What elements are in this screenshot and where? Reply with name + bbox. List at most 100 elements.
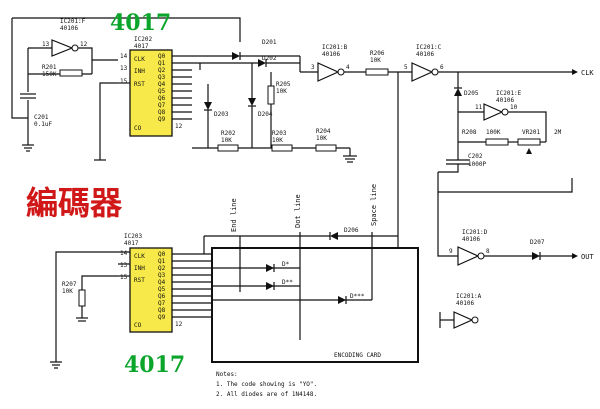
ic203-q2: Q2 <box>158 265 166 272</box>
d203-diode <box>204 84 212 148</box>
r208-resistor <box>485 138 509 146</box>
ic203-output-wires <box>172 236 212 318</box>
ic202-q6: Q6 <box>158 95 166 102</box>
vr201-resistor <box>517 138 541 146</box>
r205-resistor <box>267 85 275 105</box>
ic202-pin12: 12 <box>175 123 183 130</box>
r204-label: R204 <box>316 128 331 135</box>
ic201e-pin-in: 11 <box>475 104 483 111</box>
ic203-pin14: 14 <box>120 250 128 257</box>
ic203-co: CO <box>134 322 142 329</box>
space-line-label: Space line <box>370 184 378 226</box>
ic201c-inverter <box>411 62 439 82</box>
d205-diode <box>329 232 338 240</box>
vr201-label: VR201 <box>522 129 540 136</box>
ic201f-inverter <box>51 39 79 57</box>
ic202-q0: Q0 <box>158 53 166 60</box>
ic203-q9: Q9 <box>158 314 166 321</box>
ic201a-inverter <box>439 311 479 329</box>
encoding-card-frame <box>211 247 419 363</box>
ic201c-label: IC201:C <box>416 44 442 51</box>
r202-value: 10K <box>221 137 232 144</box>
headline-bottom: 4017 <box>124 352 185 378</box>
c201-label: C201 <box>34 114 49 121</box>
r201-label: R201 <box>42 64 57 71</box>
ic203-clk: CLK <box>134 253 145 260</box>
ic201a-label: IC201:A <box>456 293 482 300</box>
clk-output-label: CLK <box>581 69 594 77</box>
ic202-pin14: 14 <box>120 53 128 60</box>
notes-title: Notes: <box>216 371 238 378</box>
ic203-name: IC203 <box>124 233 142 240</box>
d206-diode <box>454 87 462 96</box>
ic201e-pin-out: 10 <box>510 104 518 111</box>
d207-diode <box>532 252 541 260</box>
ic202-name: IC202 <box>134 36 152 43</box>
c202-out-wire <box>438 164 459 173</box>
ic202-output-wires <box>94 55 210 161</box>
ic203-inh: INH <box>134 265 145 272</box>
ic202-outputs: Q0 Q1 Q2 Q3 Q4 Q5 Q6 Q7 Q8 Q9 <box>158 53 166 123</box>
d203-label: D203 <box>214 111 229 118</box>
r205-value: 10K <box>276 88 287 95</box>
r207-label: R207 <box>62 281 77 288</box>
ic202-inh: INH <box>134 68 145 75</box>
ic202-q2: Q2 <box>158 67 166 74</box>
ic201e-part: 40106 <box>496 97 514 104</box>
ic203-q8: Q8 <box>158 307 166 314</box>
c202-label: C202 <box>468 153 483 160</box>
ic201c-pin-out: 6 <box>440 64 444 71</box>
d204-label: D204 <box>258 111 273 118</box>
card-label-3: D*** <box>350 293 365 300</box>
r207-resistor <box>78 289 86 307</box>
ic201d-feed-wire <box>437 192 458 257</box>
card-diode-1 <box>266 264 275 272</box>
r203-label: R203 <box>272 130 287 137</box>
ic202-clk: CLK <box>134 56 145 63</box>
ic202-co: CO <box>134 125 142 132</box>
ic202-q4: Q4 <box>158 81 166 88</box>
r202-label: R202 <box>221 130 236 137</box>
ic201b-inverter <box>317 62 345 82</box>
ic201e-label: IC201:E <box>496 90 522 97</box>
ic201a-part: 40106 <box>456 300 474 307</box>
ic202-q9: Q9 <box>158 116 166 123</box>
ic201f-label: IC201:F <box>60 18 86 25</box>
d206-label: D205 <box>464 90 479 97</box>
r206-label: R206 <box>370 50 385 57</box>
headline-top: 4017 <box>110 10 171 36</box>
card-label-1: D* <box>282 261 290 268</box>
ic202-pin13: 13 <box>120 65 128 72</box>
r206-resistor <box>365 68 389 76</box>
c202-value: 1000P <box>468 161 486 168</box>
ic201f-pin-out: 12 <box>80 41 88 48</box>
ic203-left-wiring <box>50 251 130 369</box>
r202-resistor <box>217 144 239 152</box>
vr201-wiper <box>526 148 532 154</box>
r208-label: R208 <box>462 129 477 136</box>
ic203-outputs: Q0 Q1 Q2 Q3 Q4 Q5 Q6 Q7 Q8 Q9 <box>158 251 166 321</box>
clk-arrow <box>572 69 578 75</box>
notes-item-2: 2. All diodes are of 1N4148. <box>216 391 317 398</box>
ic202-q1: Q1 <box>158 60 166 67</box>
ic201e-inverter <box>483 103 509 121</box>
r205-label: R205 <box>276 81 291 88</box>
ic201c-part: 40106 <box>416 51 434 58</box>
d202-diode <box>199 59 300 70</box>
card-diode-2 <box>266 282 275 290</box>
out-output-label: OUT <box>581 253 594 261</box>
ic203-rst: RST <box>134 277 145 284</box>
notes-item-1: 1. The code showing is "YO". <box>216 381 317 388</box>
ic203-q3: Q3 <box>158 272 166 279</box>
ic203-chip <box>129 247 173 333</box>
r203-value: 10K <box>272 137 283 144</box>
ic203-q7: Q7 <box>158 300 166 307</box>
ic203-pin12: 12 <box>175 321 183 328</box>
ic201b-pin-out: 4 <box>346 64 350 71</box>
r208-value: 100K <box>486 129 501 136</box>
ic203-q0: Q0 <box>158 251 166 258</box>
c201-value: 0.1uF <box>34 121 52 128</box>
encoding-card-label: ENCODING CARD <box>334 352 381 359</box>
d204-diode <box>248 63 256 148</box>
